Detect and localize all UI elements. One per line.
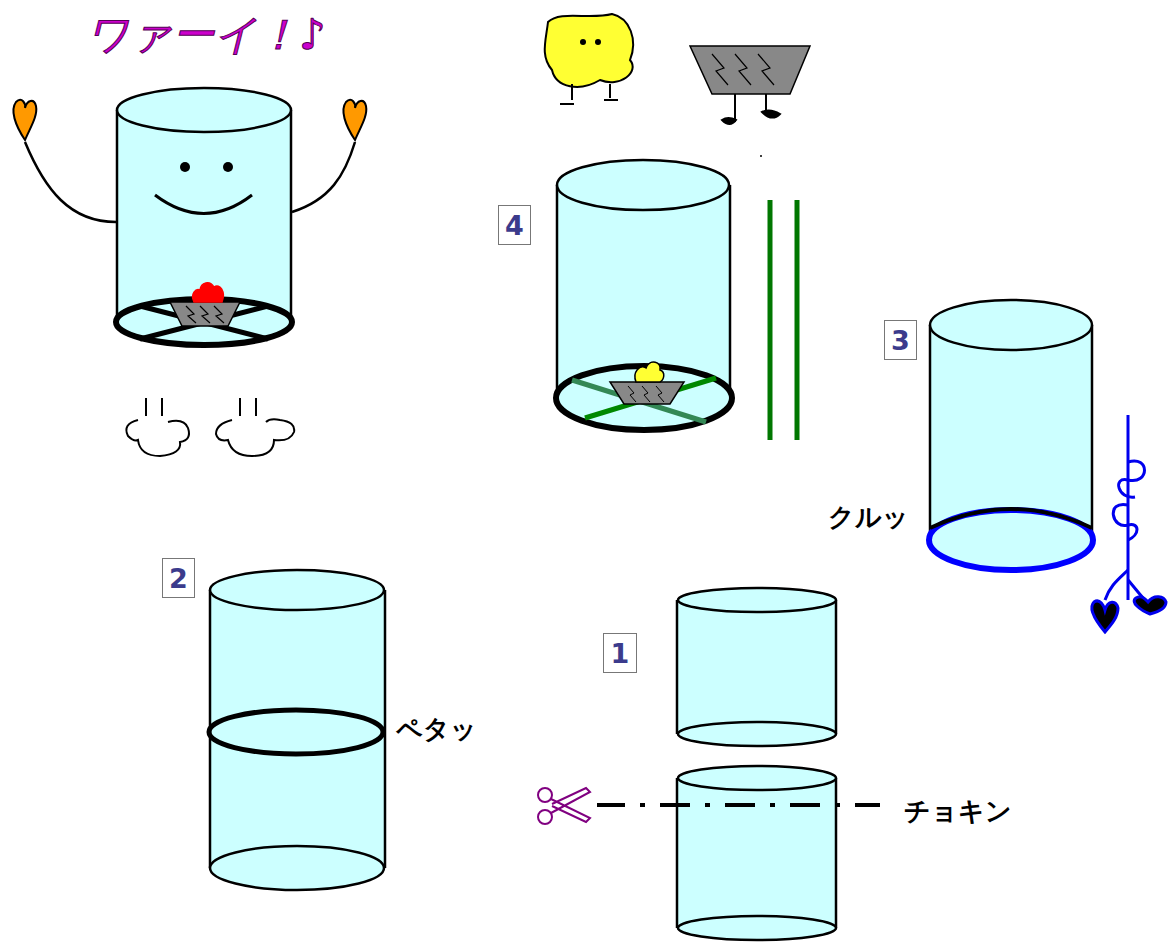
sound-effect-label: ペタッ xyxy=(396,716,477,742)
step-number: 1 xyxy=(611,640,630,667)
happy-cylinder xyxy=(13,88,366,456)
sound-effect-label: チョキン xyxy=(904,798,1012,824)
sound-effect-label: クルッ xyxy=(828,504,909,530)
step-number-box: 2 xyxy=(162,558,195,598)
exclamation-text: ワァーイ！♪ xyxy=(86,14,326,56)
step1-figure xyxy=(538,588,880,940)
step-number: 2 xyxy=(169,565,188,592)
step4-figure xyxy=(545,14,810,440)
step-number-box: 4 xyxy=(498,205,531,245)
step-number: 4 xyxy=(505,212,524,239)
step-number-box: 1 xyxy=(603,633,637,673)
step-number-box: 3 xyxy=(884,320,917,360)
step3-figure xyxy=(929,300,1166,632)
step-number: 3 xyxy=(891,327,910,354)
step2-figure xyxy=(209,570,385,890)
